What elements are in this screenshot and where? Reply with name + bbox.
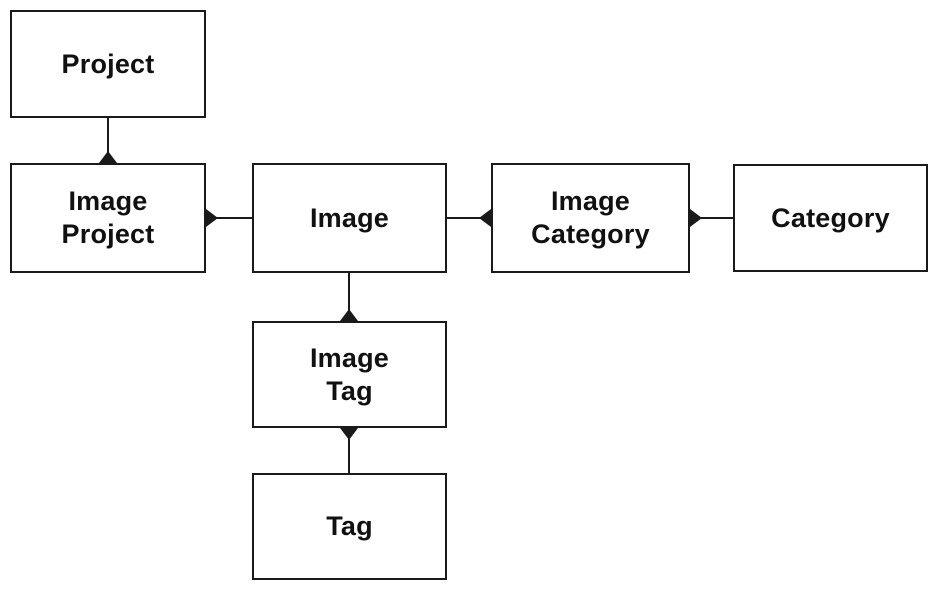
- node-project: Project: [10, 10, 206, 118]
- edge-image-project-image: [206, 217, 252, 219]
- node-image-category: Image Category: [491, 163, 690, 273]
- edge-image-image-category: [447, 217, 491, 219]
- arrowhead-image-category-left-icon: [479, 209, 491, 227]
- node-tag: Tag: [252, 473, 447, 580]
- node-image-project: Image Project: [10, 163, 206, 273]
- node-project-label: Project: [61, 48, 155, 79]
- edge-image-image-tag: [348, 273, 350, 321]
- node-image-tag: Image Tag: [252, 321, 447, 428]
- edge-image-tag-tag: [348, 428, 350, 473]
- edge-image-category-category: [690, 217, 733, 219]
- node-category: Category: [733, 164, 928, 272]
- node-category-label: Category: [771, 202, 890, 233]
- node-tag-label: Tag: [326, 511, 373, 541]
- node-image-project-label: Image Project: [61, 186, 155, 249]
- edge-project-image-project: [107, 118, 109, 163]
- arrowhead-image-project-top-icon: [99, 151, 117, 163]
- arrowhead-image-tag-bottom-icon: [340, 428, 358, 440]
- node-image-label: Image: [309, 202, 390, 233]
- arrowhead-image-tag-top-icon: [340, 309, 358, 321]
- node-image-tag-label: Image Tag: [309, 342, 390, 406]
- arrowhead-image-project-right-icon: [206, 209, 218, 227]
- node-image-category-label: Image Category: [531, 186, 650, 249]
- node-image: Image: [252, 163, 447, 273]
- arrowhead-image-category-right-icon: [690, 209, 702, 227]
